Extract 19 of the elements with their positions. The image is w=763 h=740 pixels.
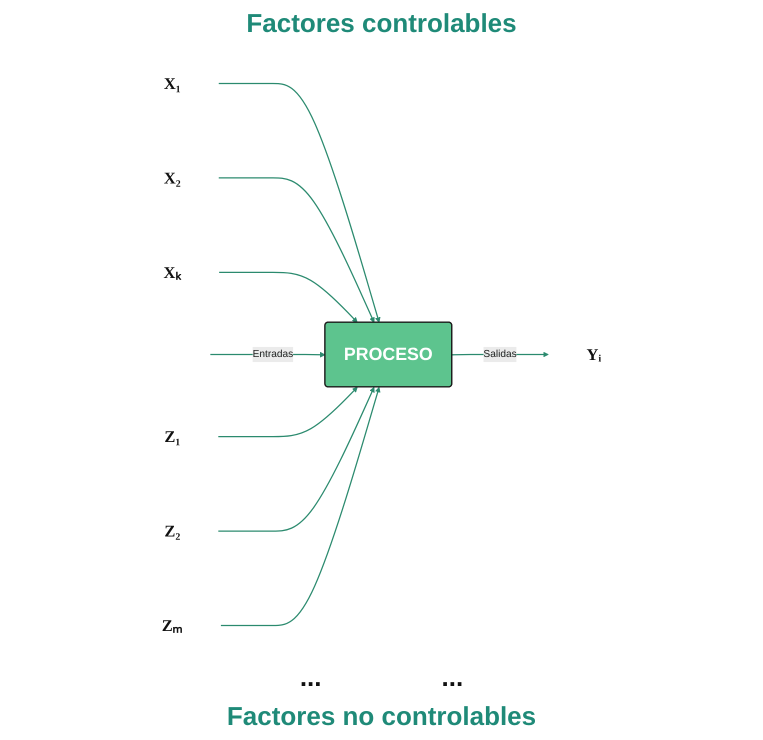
- node-text: Z₁: [164, 427, 180, 446]
- node-text: Zₘ: [162, 616, 183, 635]
- node-text: Z₂: [164, 522, 180, 540]
- group-heading: Factores no controlables: [226, 701, 536, 732]
- arrow: [218, 386, 375, 532]
- node-text: X₂: [164, 168, 181, 188]
- arrow: [218, 177, 375, 323]
- node-text: X₁: [164, 74, 181, 93]
- arrow: [219, 272, 358, 323]
- node-text: Xₖ: [163, 263, 182, 282]
- arrow: [218, 386, 358, 438]
- arrow: [220, 386, 380, 626]
- node-text: Yᵢ: [586, 345, 602, 364]
- group-heading: Factores controlables: [246, 8, 517, 39]
- edge-label: Salidas: [483, 348, 517, 360]
- arrow: [218, 82, 380, 323]
- ellipsis-mark: ...: [442, 662, 464, 693]
- ellipsis-mark: ...: [300, 662, 322, 693]
- edge-label: Entradas: [252, 348, 294, 360]
